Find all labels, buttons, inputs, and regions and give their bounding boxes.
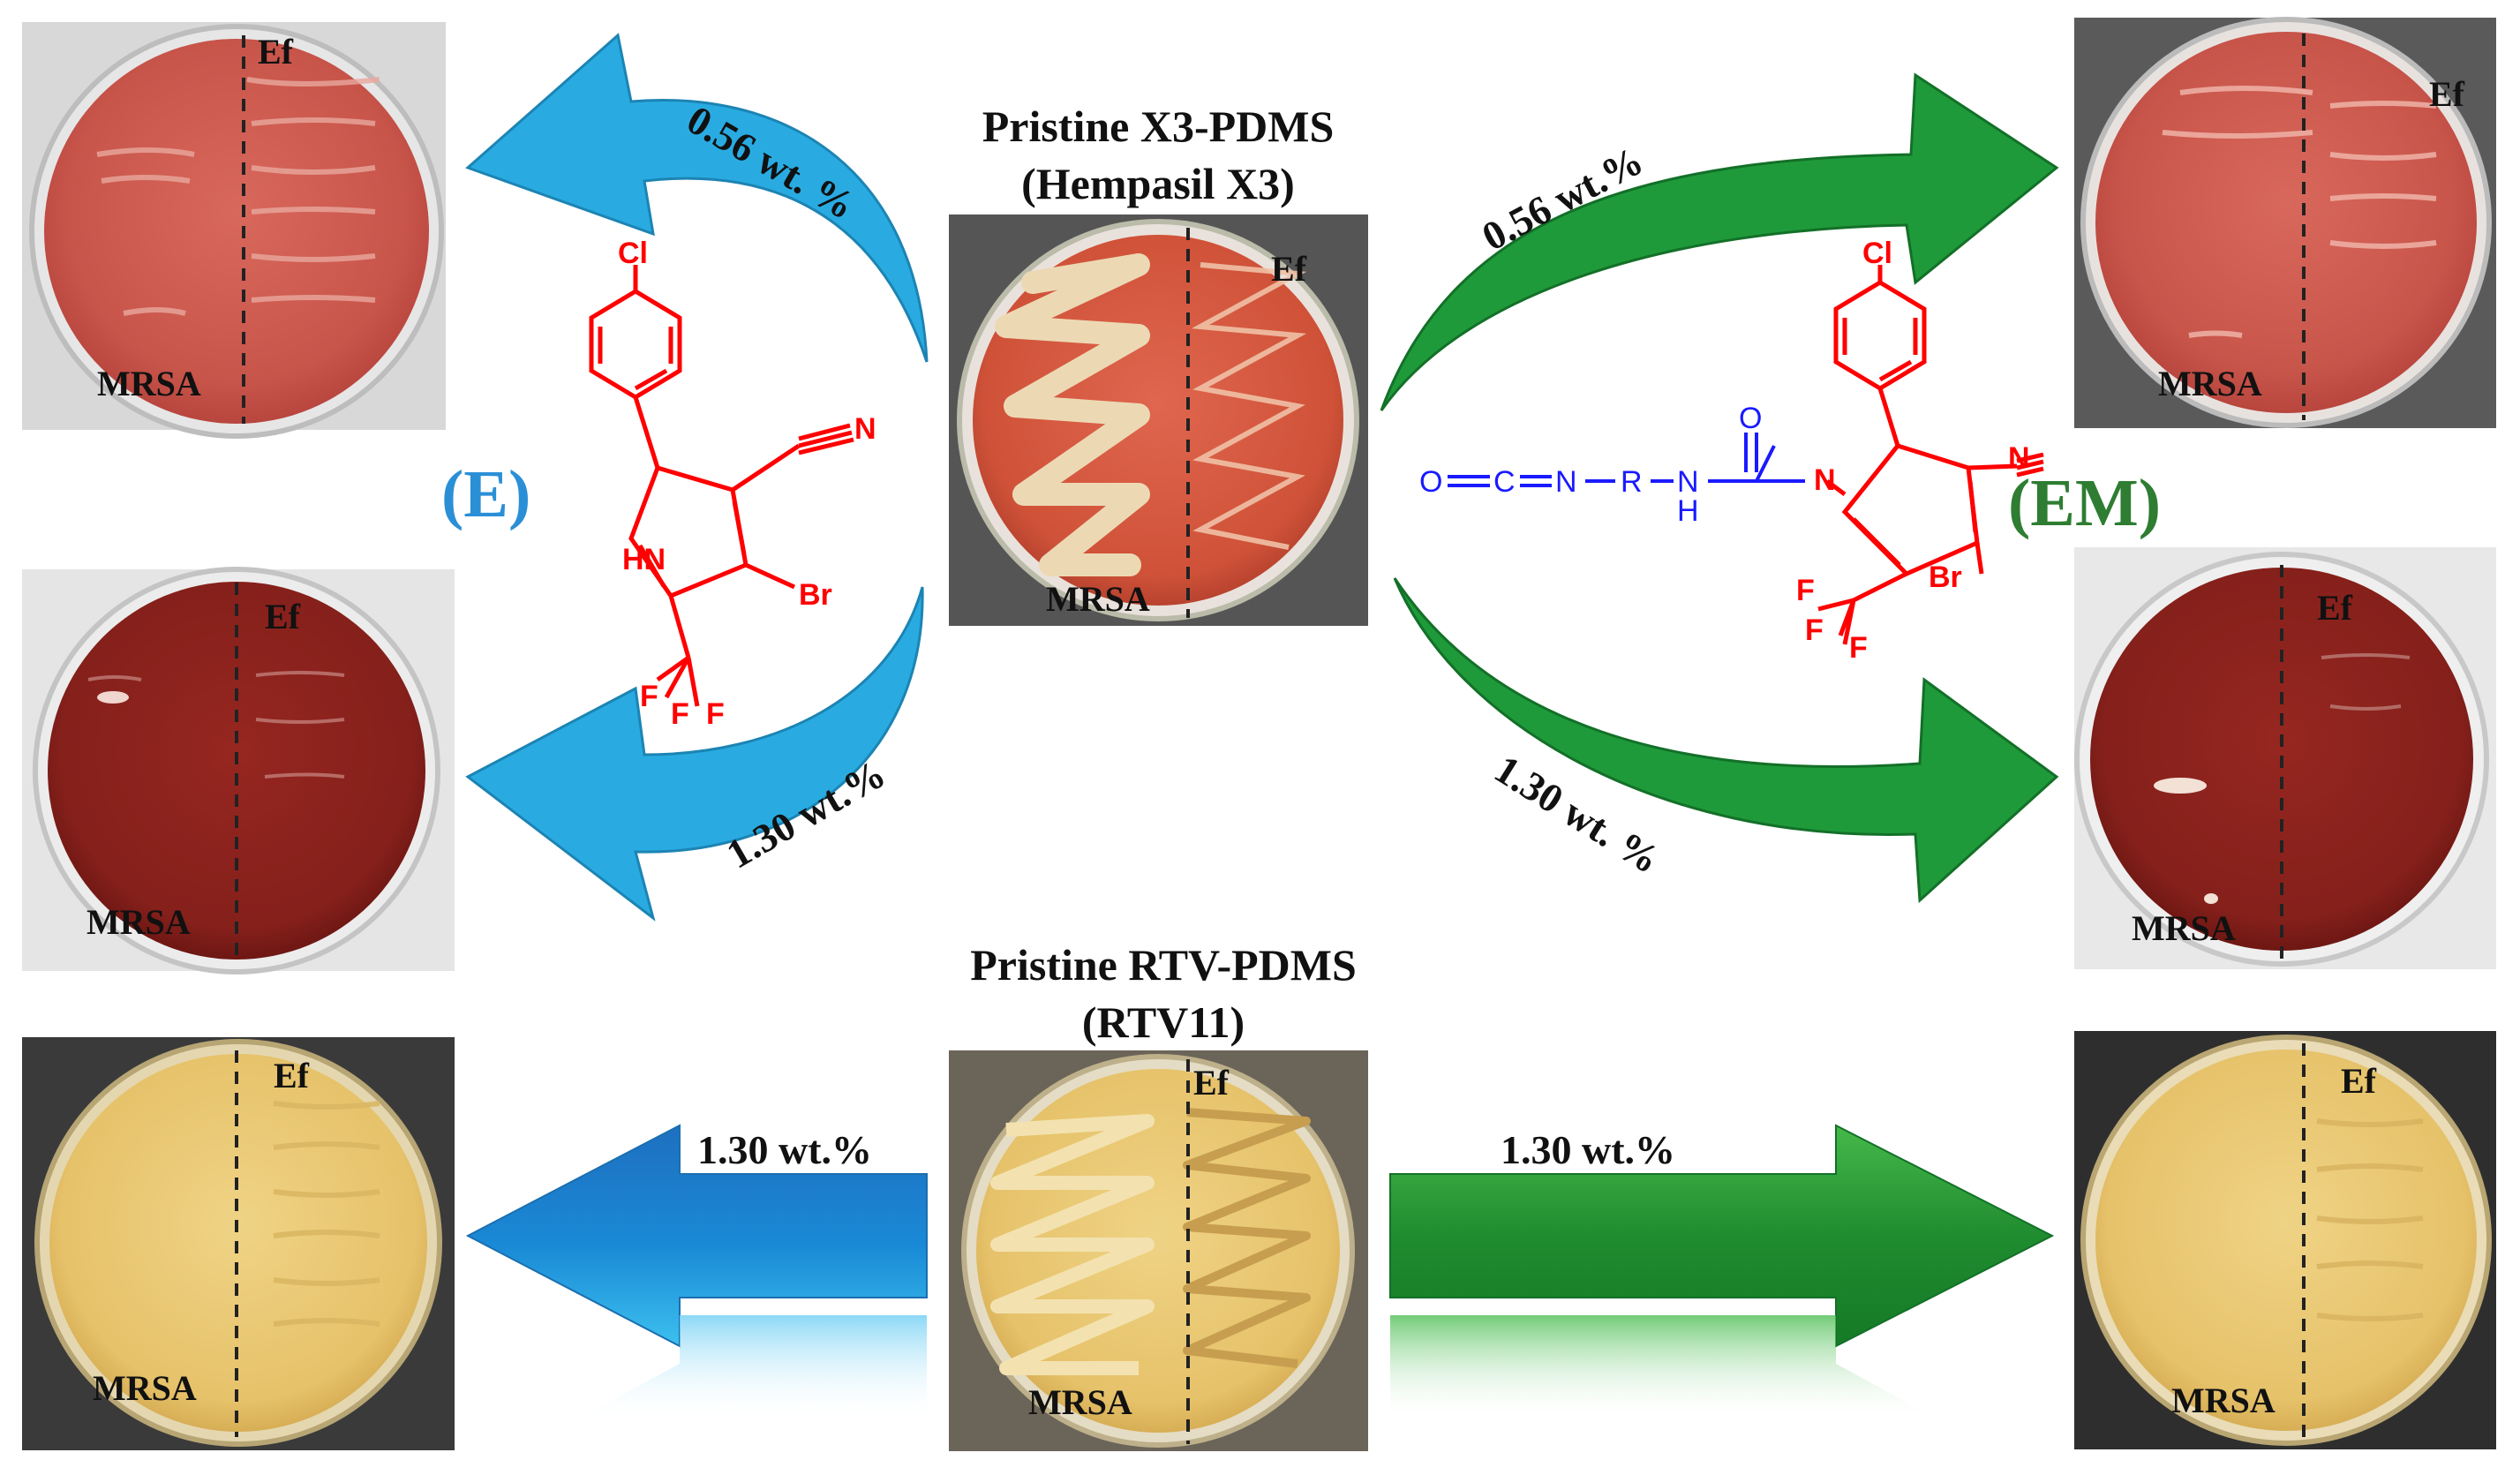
atom-o-left: O	[1419, 465, 1442, 499]
title-pristine-x3: Pristine X3-PDMS	[982, 102, 1335, 151]
plate-label-ef: Ef	[258, 32, 294, 71]
plate-label-mrsa: MRSA	[1046, 579, 1150, 619]
plate-em-130: Ef MRSA	[2074, 547, 2496, 969]
arrow-top-left	[465, 33, 929, 363]
atom-n-ring: N	[1814, 463, 1836, 497]
title-pristine-rtv: Pristine RTV-PDMS	[970, 940, 1357, 990]
atom-f: F	[1796, 574, 1815, 607]
atom-br: Br	[799, 578, 832, 612]
arrow-bottom-right	[1389, 1124, 2055, 1421]
plate-label-ef: Ef	[2341, 1061, 2377, 1101]
molecule-e-atoms: Cl N HN Br F F F	[618, 237, 876, 731]
plate-label-mrsa: MRSA	[2171, 1381, 2276, 1420]
plate-label-ef: Ef	[2317, 588, 2353, 628]
compound-label-e: (E)	[441, 457, 530, 531]
subtitle-rtv11: (RTV11)	[1082, 997, 1245, 1047]
arrow-label-bottom-left: 1.30 wt.%	[697, 1127, 872, 1172]
atom-nh-h: H	[1677, 494, 1699, 528]
atom-o: O	[1739, 402, 1762, 435]
atom-f: F	[706, 697, 725, 731]
plate-label-mrsa: MRSA	[2132, 908, 2236, 948]
atom-f: F	[671, 697, 689, 731]
plate-label-ef: Ef	[2429, 74, 2465, 114]
molecule-e-structure	[589, 265, 854, 707]
atom-nh-n: N	[1677, 465, 1699, 499]
plate-label-ef: Ef	[265, 597, 301, 636]
plate-pristine-x3: Ef MRSA	[949, 214, 1368, 626]
atom-f: F	[1805, 613, 1824, 647]
atom-c: C	[1493, 465, 1516, 499]
plate-e-130: Ef MRSA	[22, 567, 455, 975]
molecule-em-atoms: Cl N N Br F F F	[1796, 237, 2030, 665]
plate-label-mrsa: MRSA	[2158, 364, 2262, 403]
plate-e-056: Ef MRSA	[22, 22, 446, 439]
plate-rtv-em-130: Ef MRSA	[2074, 1031, 2496, 1449]
atom-hn: HN	[622, 543, 666, 576]
atom-r: R	[1621, 465, 1643, 499]
molecule-em-chain	[1448, 433, 1805, 487]
atom-cl: Cl	[618, 237, 648, 270]
compound-label-em: (EM)	[2008, 466, 2161, 540]
molecule-em-chain-atoms: O C N R N H O	[1419, 402, 1762, 528]
plate-label-mrsa: MRSA	[93, 1368, 197, 1408]
atom-cl: Cl	[1862, 237, 1892, 270]
molecule-em-structure	[1817, 265, 2044, 645]
plate-label-ef: Ef	[274, 1056, 310, 1095]
plate-label-ef: Ef	[1271, 249, 1307, 289]
atom-n: N	[2008, 441, 2030, 475]
plate-label-mrsa: MRSA	[1028, 1382, 1132, 1422]
plate-label-ef: Ef	[1193, 1063, 1230, 1102]
arrow-mid-left	[465, 586, 924, 922]
plate-rtv-e-130: Ef MRSA	[22, 1037, 455, 1450]
plate-pristine-rtv: Ef MRSA	[949, 1050, 1368, 1451]
arrow-mid-right	[1393, 577, 2059, 904]
atom-br: Br	[1929, 561, 1962, 594]
atom-n-chain: N	[1555, 465, 1577, 499]
arrow-label-bottom-right: 1.30 wt.%	[1501, 1127, 1675, 1172]
plate-label-mrsa: MRSA	[87, 902, 191, 942]
atom-f: F	[1849, 631, 1868, 665]
plate-label-mrsa: MRSA	[97, 364, 201, 403]
subtitle-hempasil-x3: (Hempasil X3)	[1021, 159, 1295, 208]
atom-f: F	[640, 680, 658, 713]
arrow-top-right	[1380, 72, 2059, 411]
atom-n: N	[854, 412, 876, 446]
arrow-bottom-left	[465, 1124, 928, 1421]
plate-em-056: Ef MRSA	[2074, 17, 2496, 428]
